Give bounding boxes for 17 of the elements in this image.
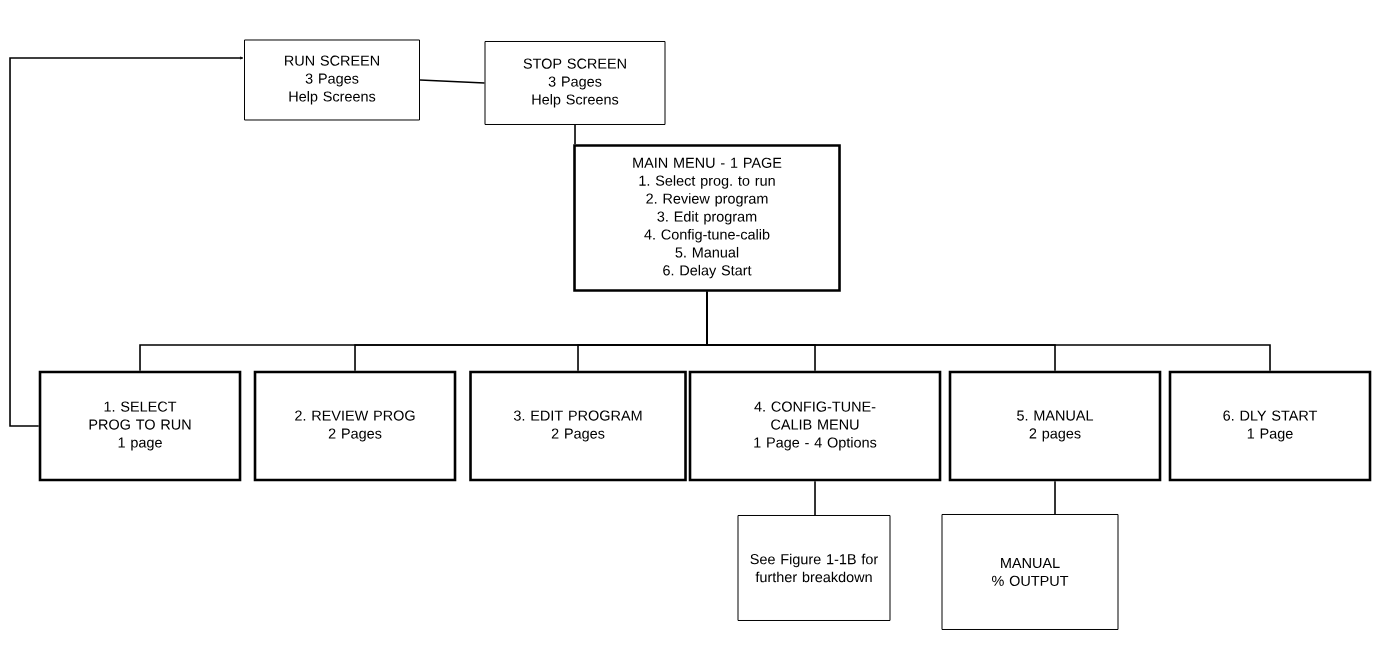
connector xyxy=(9,56,244,427)
screen-box: STOP SCREEN 3 Pages Help Screens xyxy=(484,41,666,125)
connector xyxy=(814,480,816,516)
menu-box: 3. EDIT PROGRAM 2 Pages xyxy=(469,370,687,482)
menu-box: 2. REVIEW PROG 2 Pages xyxy=(253,370,457,482)
menu-box: 1. SELECT PROG TO RUN 1 page xyxy=(38,370,242,482)
connector xyxy=(574,124,576,145)
menu-box: 5. MANUAL 2 pages xyxy=(948,370,1162,482)
menu-box: 4. CONFIG-TUNE-CALIB MENU 1 Page - 4 Options xyxy=(688,370,942,482)
connector xyxy=(706,291,1271,372)
connector xyxy=(419,79,486,84)
connector xyxy=(1054,480,1056,515)
menu-box: 6. DLY START 1 Page xyxy=(1168,370,1372,482)
screen-box: RUN SCREEN 3 Pages Help Screens xyxy=(244,39,420,121)
screen-box: MANUAL % OUTPUT xyxy=(941,514,1119,630)
menu-box: MAIN MENU - 1 PAGE 1. Select prog. to run 2. Review program 3. Edit program 4. Config-tune-calib 5. Manual 6. Delay Start xyxy=(573,144,841,292)
screen-box: See Figure 1-1B for further breakdown xyxy=(737,515,891,621)
